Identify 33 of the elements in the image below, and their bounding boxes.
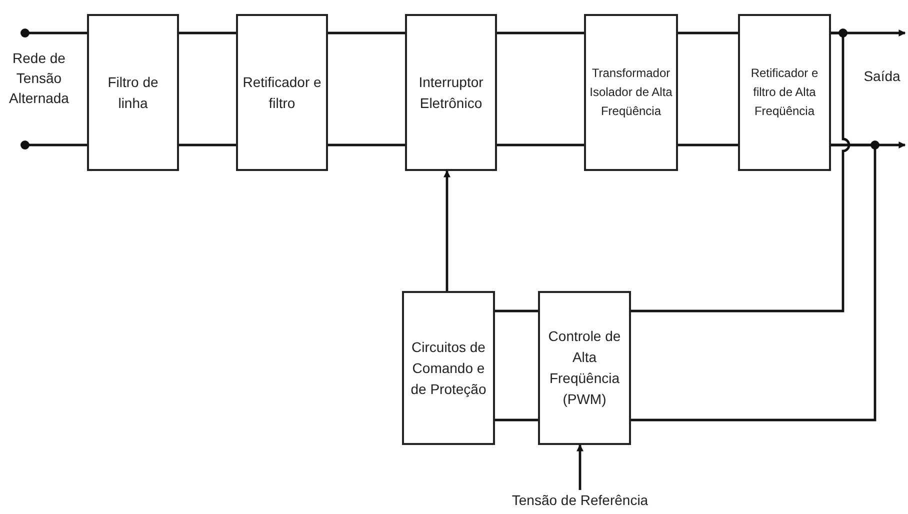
wire [678, 144, 738, 146]
wire [497, 32, 584, 34]
wire [497, 144, 584, 146]
wire [328, 144, 405, 146]
block-label: Interruptor Eletrônico [418, 72, 484, 112]
block-label: Retificador e filtro de Alta Freqüência [750, 65, 820, 120]
input-label: Rede de Tensão Alternada [8, 49, 70, 108]
wire [631, 144, 876, 422]
block-box [402, 291, 495, 445]
output-label: Saída [862, 67, 902, 86]
reference-label: Tensão de Referência [500, 490, 660, 512]
wire [495, 310, 538, 312]
arrow [444, 170, 450, 291]
arrow [576, 444, 584, 490]
block-label: Controle de Alta Freqüência (PWM) [547, 327, 622, 409]
block-box [538, 291, 631, 445]
wire [20, 28, 87, 38]
block-box [236, 14, 328, 171]
block-box [405, 14, 497, 171]
block-box [584, 14, 678, 171]
block-box [738, 14, 831, 171]
block-box [87, 14, 179, 171]
wire [678, 32, 738, 34]
wire [179, 32, 236, 34]
wire [20, 140, 87, 150]
wire [495, 418, 538, 422]
block-label: Transformador Isolador de Alta Freqüência [588, 65, 674, 120]
wire [179, 144, 236, 146]
block-label: Circuitos de Comando e de Proteção [410, 338, 486, 399]
block-label: Filtro de linha [106, 72, 160, 112]
wire [328, 32, 405, 34]
wire [631, 32, 850, 312]
block-label: Retificador e filtro [242, 72, 322, 112]
